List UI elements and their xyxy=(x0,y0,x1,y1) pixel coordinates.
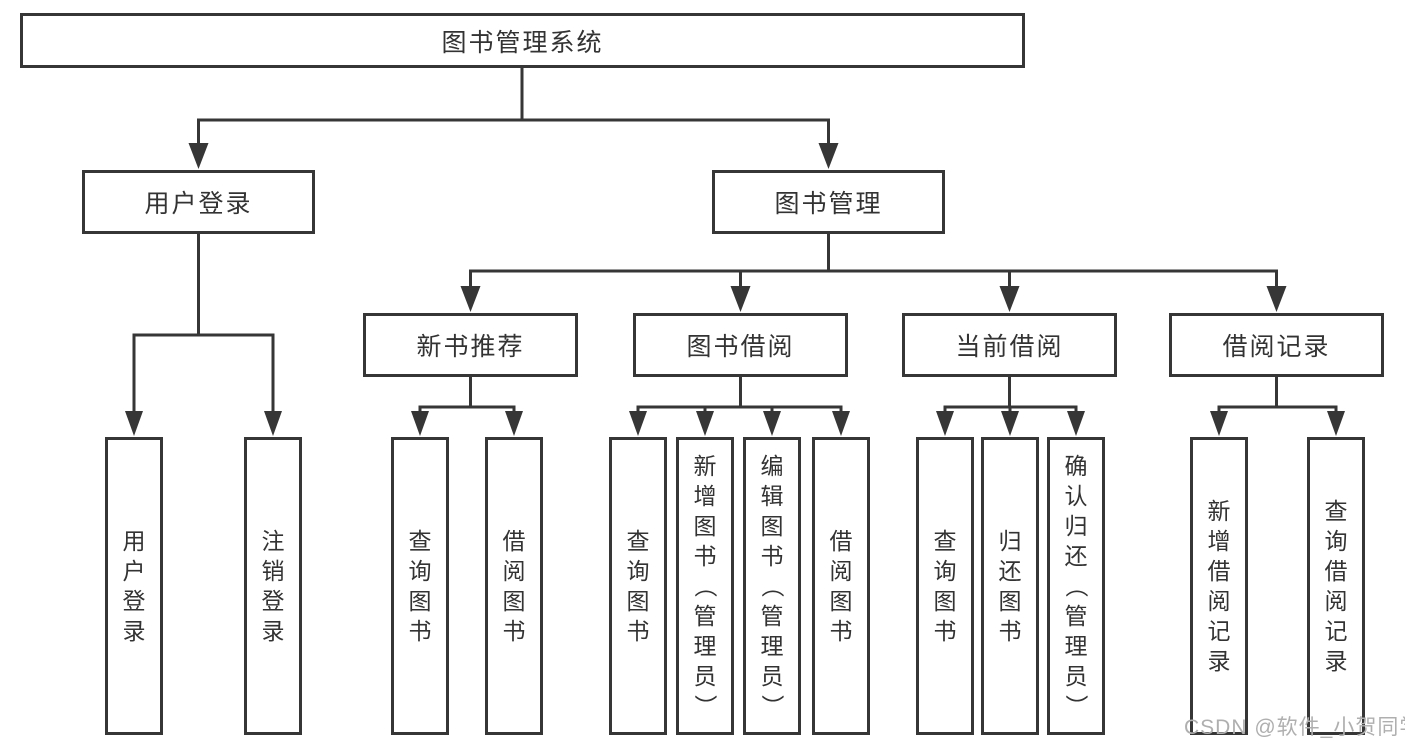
node-borrow-book-2: 借阅图书 xyxy=(812,437,870,735)
leaf-label: 编辑图书（管理员） xyxy=(759,453,785,718)
node-add-book-admin: 新增图书（管理员） xyxy=(676,437,734,735)
node-query-book-1: 查询图书 xyxy=(391,437,449,735)
leaf-label: 借阅图书 xyxy=(829,528,853,644)
node-confirm-return-admin: 确认归还（管理员） xyxy=(1047,437,1105,735)
leaf-label: 用户登录 xyxy=(122,528,146,644)
node-new-book-recommendation: 新书推荐 xyxy=(363,313,578,377)
node-book-borrowing: 图书借阅 xyxy=(633,313,848,377)
node-query-book-2: 查询图书 xyxy=(609,437,667,735)
csdn-watermark: CSDN @软件_小贺同学 xyxy=(1184,716,1405,739)
node-logout: 注销登录 xyxy=(244,437,302,735)
node-user-login-leaf: 用户登录 xyxy=(105,437,163,735)
node-library-management-system: 图书管理系统 xyxy=(20,13,1025,68)
leaf-label: 新增图书（管理员） xyxy=(692,453,718,718)
node-query-book-3: 查询图书 xyxy=(916,437,974,735)
node-return-book: 归还图书 xyxy=(981,437,1039,735)
leaf-label: 查询图书 xyxy=(408,528,432,644)
node-book-management: 图书管理 xyxy=(712,170,945,234)
leaf-label: 新增借阅记录 xyxy=(1207,498,1231,674)
node-add-borrow-record: 新增借阅记录 xyxy=(1190,437,1248,735)
leaf-label: 注销登录 xyxy=(261,528,285,644)
node-user-login: 用户登录 xyxy=(82,170,315,234)
leaf-label: 查询借阅记录 xyxy=(1324,498,1348,674)
node-current-borrowing: 当前借阅 xyxy=(902,313,1117,377)
arrowheads xyxy=(125,143,1345,436)
node-query-borrow-record: 查询借阅记录 xyxy=(1307,437,1365,735)
node-borrowing-records: 借阅记录 xyxy=(1169,313,1384,377)
leaf-label: 查询图书 xyxy=(933,528,957,644)
node-borrow-book-1: 借阅图书 xyxy=(485,437,543,735)
node-edit-book-admin: 编辑图书（管理员） xyxy=(743,437,801,735)
leaf-label: 归还图书 xyxy=(998,528,1022,644)
leaf-label: 查询图书 xyxy=(626,528,650,644)
leaf-label: 确认归还（管理员） xyxy=(1063,453,1089,718)
leaf-label: 借阅图书 xyxy=(502,528,526,644)
